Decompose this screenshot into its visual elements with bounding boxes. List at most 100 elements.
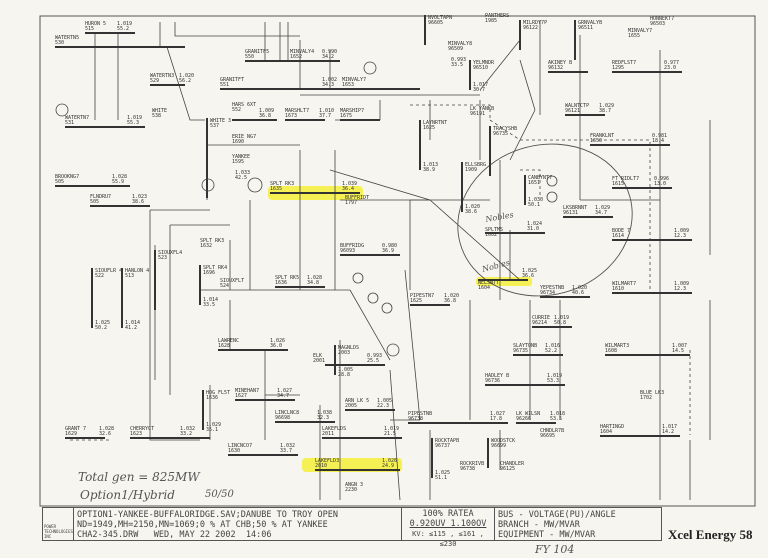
bus-number: 538 xyxy=(152,113,161,119)
bus-voltage: 1.009 xyxy=(674,228,689,234)
handwritten-initials: FY 104 xyxy=(534,543,574,556)
bus-number: 96121 xyxy=(565,108,580,114)
bus-number: 1653 xyxy=(342,82,354,88)
bus-name: WHITE 3 xyxy=(210,118,231,124)
bus-name: PIPESTN7 xyxy=(410,293,434,299)
branch-lines xyxy=(70,20,711,501)
title-block: POWER TECHNOLOGIES INC OPTION1-YANKEE-BU… xyxy=(42,507,662,548)
bus-voltage: 1.020 xyxy=(444,293,459,299)
bus-voltage: 1.018 xyxy=(550,411,565,417)
generator-icon xyxy=(386,343,400,357)
bus-number: 1636 xyxy=(206,395,218,401)
bus-name: CURRIE xyxy=(532,315,550,321)
bus-angle: 53.3 xyxy=(547,378,559,384)
case-line-3: CHA2-345.DRW WED, MAY 22 2002 14:06 xyxy=(77,530,272,540)
bus-number: 96511 xyxy=(578,25,593,31)
bus-voltage: 1.010 xyxy=(319,108,334,114)
bus-name: HURON 5 xyxy=(85,21,106,27)
bus-angle: 50.8 xyxy=(554,320,566,326)
bus-voltage: 1.014 xyxy=(125,320,140,326)
bus-name: CHERRYCT xyxy=(130,426,154,432)
handwritten-split: 50/50 xyxy=(205,489,234,500)
bus-number: 1655 xyxy=(628,33,640,39)
bus-angle: 53.5 xyxy=(550,416,562,422)
logo-text: POWER TECHNOLOGIES INC xyxy=(43,508,74,540)
bus-number: 1295 xyxy=(612,65,624,71)
bus-angle: 24.9 xyxy=(382,463,394,469)
bus-number: 530 xyxy=(55,40,64,46)
bus-number: 96266 xyxy=(516,416,531,422)
bus-number: 96735 xyxy=(513,348,528,354)
bus-angle: 50.2 xyxy=(95,325,107,331)
bus-number: 2011 xyxy=(322,431,334,437)
bus-angle: 52.2 xyxy=(545,348,557,354)
bus-angle: 25.5 xyxy=(367,358,379,364)
bus-name: FT RIDLT7 xyxy=(612,176,639,182)
bus-voltage: 1.017 xyxy=(662,424,677,430)
bus-name: BUFFRIDG xyxy=(340,243,364,249)
bus-number: 1625 xyxy=(423,125,435,131)
bus-name: YELMNDR xyxy=(473,60,495,66)
diagram-frame xyxy=(39,15,756,507)
bus-angle: 31.0 xyxy=(527,226,539,232)
bus-voltage: 1.009 xyxy=(259,108,274,114)
bus-name: HOG FL5T xyxy=(206,390,230,396)
bus-voltage: 1.032 xyxy=(280,443,295,449)
bus-voltage: 1.026 xyxy=(382,458,397,464)
bus-voltage: 1.007 xyxy=(672,343,687,349)
bus-angle: 36.8 xyxy=(444,298,456,304)
bus-name: ROCKTAPB xyxy=(435,438,459,444)
bus-name: MAGNLDS xyxy=(338,345,359,351)
bus-name: BODE 7 xyxy=(612,228,630,234)
bus-number: 96738 xyxy=(408,416,423,422)
bus-name: SPLT RK4 xyxy=(203,265,227,271)
voltage-range: 0.920UV 1.100OV xyxy=(409,519,487,529)
bus-number: 1797 xyxy=(345,200,357,206)
bus-name: CHNDLR7B xyxy=(540,428,564,434)
bus-angle: 22.3 xyxy=(377,403,389,409)
bus-number: 1635 xyxy=(270,186,282,192)
bus-number: 96605 xyxy=(428,20,443,26)
bus-voltage: 0.993 xyxy=(451,57,466,63)
bus-number: 550 xyxy=(245,54,254,60)
bus-number: 96699 xyxy=(491,443,506,449)
bus-voltage: 1.025 xyxy=(95,320,110,326)
